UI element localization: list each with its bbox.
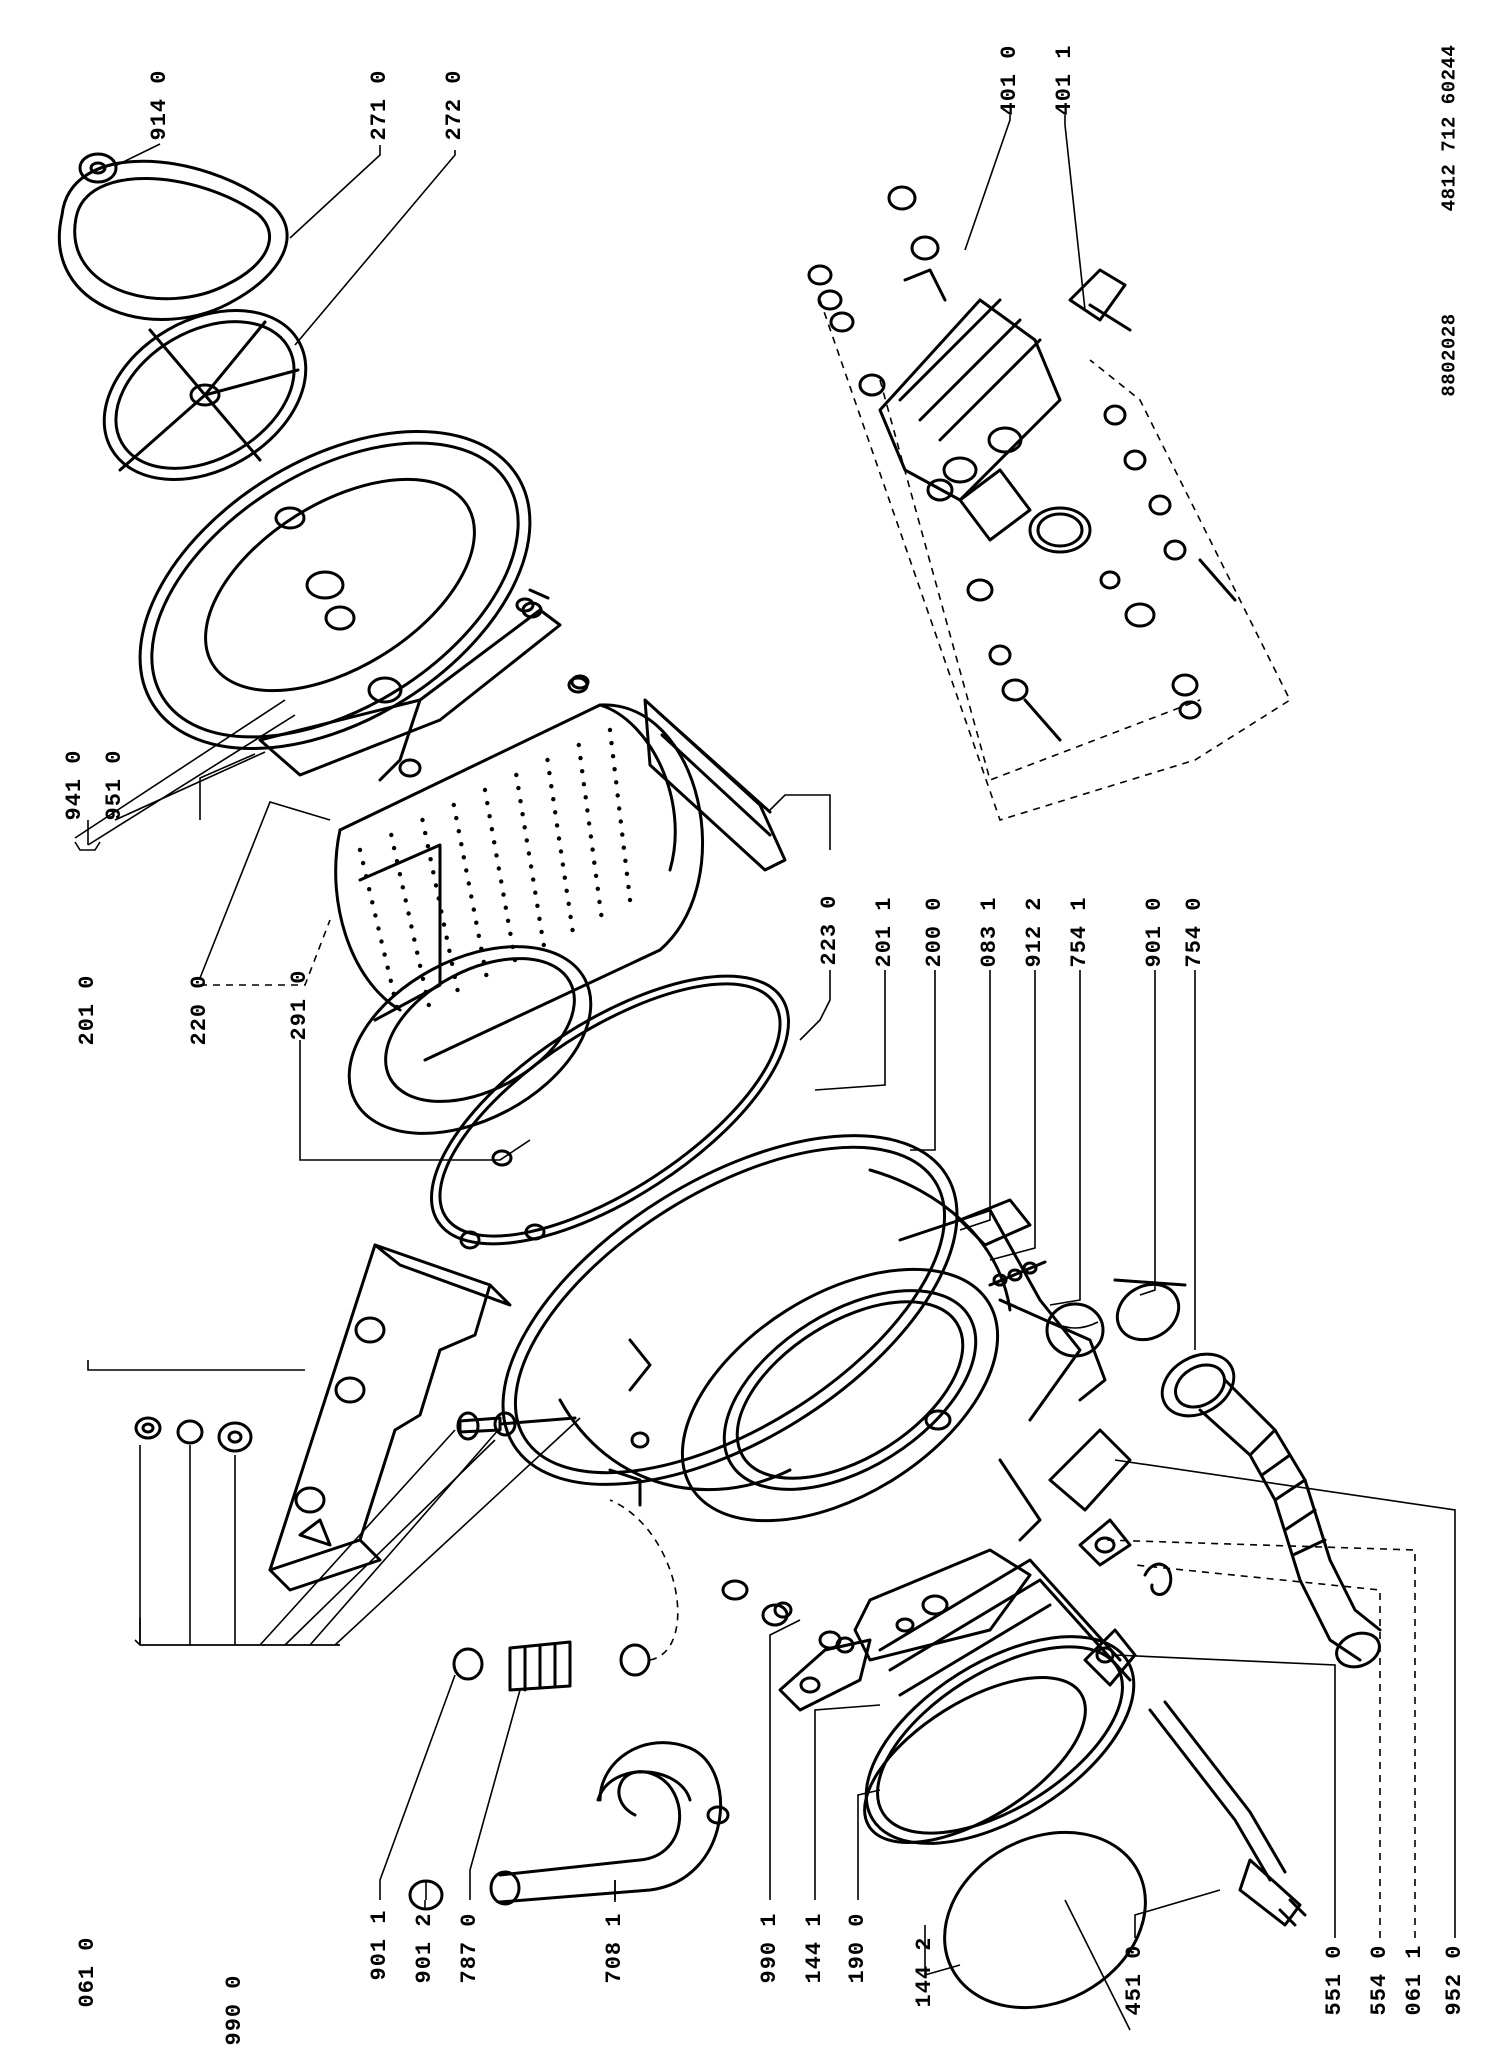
label-291-0: 291 0 (287, 969, 312, 1041)
label-271-0: 271 0 (367, 69, 392, 141)
label-952-0: 952 0 (1442, 1944, 1467, 2016)
label-914-0: 914 0 (147, 69, 172, 141)
label-190-0: 190 0 (845, 1912, 870, 1984)
label-754-0: 754 0 (1182, 896, 1207, 968)
label-201-1: 201 1 (872, 896, 897, 968)
motor-bolts (807, 185, 1237, 742)
drain-hose (489, 1741, 730, 1906)
drum-seal-ring (430, 974, 790, 1246)
label-708-1: 708 1 (602, 1912, 627, 1984)
drum-spider-arm (258, 601, 589, 782)
label-551-0: 551 0 (1322, 1944, 1347, 2016)
part-number-code: 4812 712 60244 (1438, 44, 1461, 212)
label-941-0: 941 0 (62, 749, 87, 821)
hose-clamp (1113, 1278, 1187, 1342)
label-272-0: 272 0 (442, 69, 467, 141)
door-gasket-ring (863, 1558, 1136, 1845)
label-901-2: 901 2 (412, 1912, 437, 1984)
motor-bracket-clip (1068, 268, 1132, 332)
label-901-1: 901 1 (367, 1909, 392, 1981)
motor-pulley (1028, 506, 1156, 628)
door-glass (943, 1830, 1147, 2031)
drum-perforation (357, 727, 633, 1010)
drive-belt (58, 159, 289, 321)
label-061-1: 061 1 (1402, 1944, 1427, 2016)
counterweight-block (268, 1243, 512, 1592)
label-451-0: 451 0 (1122, 1944, 1147, 2016)
inner-drum (334, 703, 704, 1135)
bolt-washer-stack (134, 1411, 577, 1453)
label-401-0: 401 0 (997, 44, 1022, 116)
door-switch (1083, 1628, 1137, 1687)
drain-pump-bellows (452, 1499, 679, 1692)
label-220-0: 220 0 (187, 974, 212, 1046)
label-083-1: 083 1 (977, 896, 1002, 968)
drawing-number-code: 8802028 (1438, 313, 1461, 397)
label-201-0: 201 0 (75, 974, 100, 1046)
label-990-1: 990 1 (757, 1912, 782, 1984)
label-144-1: 144 1 (802, 1912, 827, 1984)
tub-screws (988, 1260, 1047, 1287)
label-951-0: 951 0 (102, 749, 127, 821)
label-754-1: 754 1 (1067, 896, 1092, 968)
label-554-0: 554 0 (1367, 1944, 1392, 2016)
door-hinge-plate (761, 1603, 872, 1712)
lock-spring (1078, 1518, 1173, 1596)
balance-ball (1045, 1302, 1105, 1358)
heater-element (1148, 1700, 1307, 1927)
suds-hose (1160, 1352, 1382, 1669)
label-401-1: 401 1 (1052, 44, 1077, 116)
label-223-0: 223 0 (817, 894, 842, 966)
small-fasteners (459, 588, 855, 1654)
label-912-2: 912 2 (1022, 896, 1047, 968)
belt-nut (78, 152, 118, 184)
leader-lines (74, 115, 1456, 1977)
label-200-0: 200 0 (922, 896, 947, 968)
door-lock-housing (853, 1548, 1032, 1662)
label-901-0: 901 0 (1142, 896, 1167, 968)
label-061-0: 061 0 (75, 1936, 100, 2008)
label-144-2: 144 2 (912, 1936, 937, 2008)
motor-assembly (878, 268, 1084, 548)
rear-tub-cover (138, 429, 532, 751)
motor-outline (819, 299, 1292, 821)
label-990-0: 990 0 (222, 1974, 247, 2046)
label-787-0: 787 0 (457, 1912, 482, 1984)
tub-mounting-lug (958, 1198, 1132, 1542)
drum-baffle (643, 698, 787, 872)
outer-tub (501, 1134, 1107, 1601)
